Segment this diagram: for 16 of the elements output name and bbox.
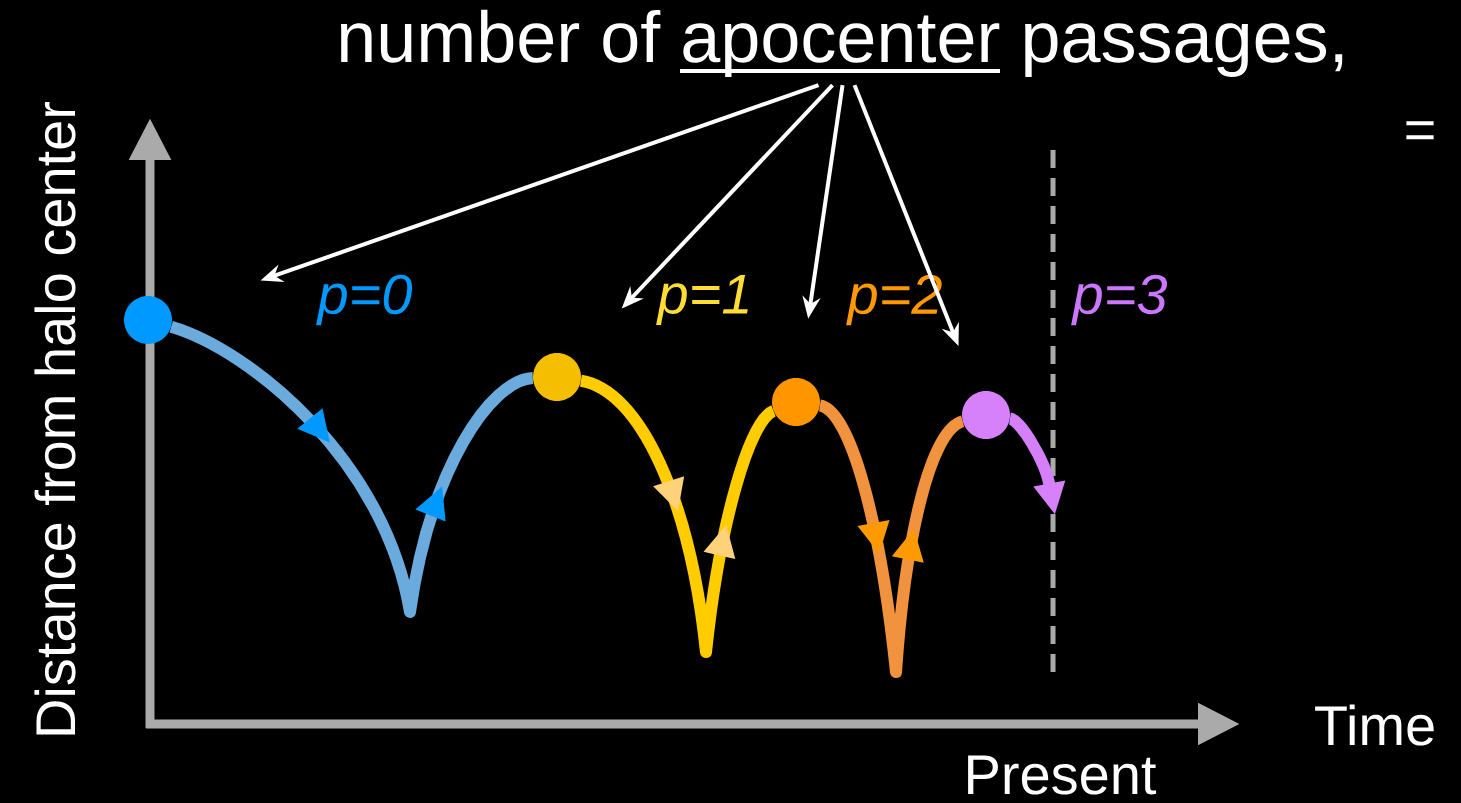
axis-label: Distance from halo center [34,102,76,735]
pericenter-label: p=0 [316,274,413,326]
axis-label: Present [968,755,1157,795]
apocenter-dot [533,353,581,401]
apocenter-dot [772,378,820,426]
pericenter-label: p=1 [656,274,748,326]
trajectory-arrow [169,321,535,618]
title-text: number of apocenter passages, [341,9,1343,77]
apocenter-dot [962,391,1010,439]
equals-sign: = [1406,121,1434,140]
apocenter-dot [124,296,172,344]
axis-label: Time [1315,704,1434,746]
trajectory-arrow [817,400,966,678]
trajectory-arrow [579,375,777,658]
pericenter-label: p=3 [1071,274,1167,326]
pericenter-label: p=2 [846,274,942,326]
